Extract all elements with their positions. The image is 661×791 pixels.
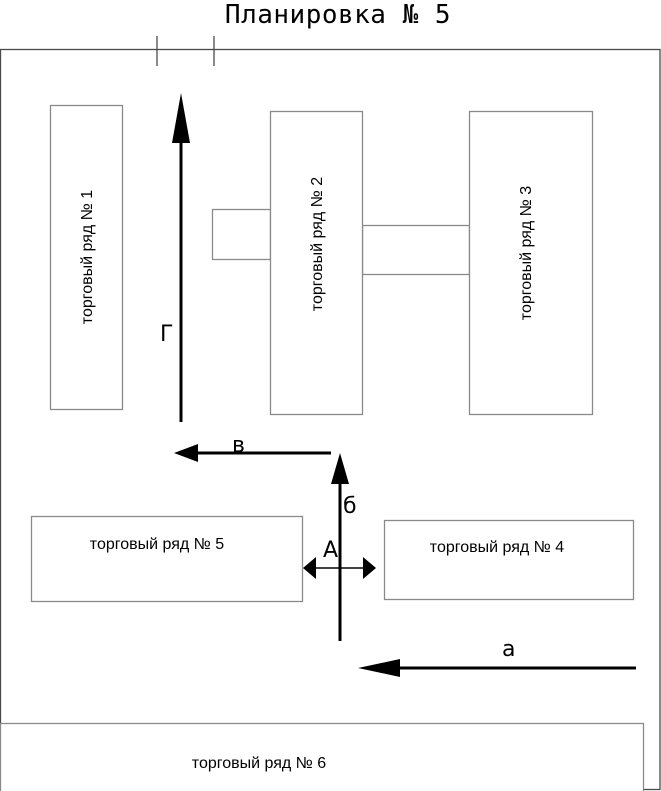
route-a-label: а <box>502 637 515 662</box>
trade-row-4-label: торговый ряд № 4 <box>430 539 564 556</box>
plan-title: Планировка № 5 <box>224 0 452 30</box>
row-2-3-connector <box>361 224 471 276</box>
trade-row-1[interactable]: торговый ряд № 1 <box>49 104 124 411</box>
trade-row-3-box <box>468 110 594 416</box>
row-2-annex <box>211 208 272 261</box>
route-g-arrow <box>172 93 190 422</box>
arrow-up-icon <box>172 93 190 143</box>
passage-a-label: А <box>323 538 338 563</box>
arrow-left-icon <box>174 444 198 462</box>
trade-row-3[interactable]: торговый ряд № 3 <box>468 110 594 416</box>
trade-row-6-label: торговый ряд № 6 <box>192 755 326 772</box>
trade-row-5-label: торговый ряд № 5 <box>90 536 224 553</box>
arrow-left-icon <box>358 659 400 677</box>
trade-row-2-label: торговый ряд № 2 <box>309 177 326 311</box>
trade-row-6-box <box>0 722 645 791</box>
arrow-left-icon <box>303 557 316 579</box>
trade-row-4[interactable]: торговый ряд № 4 <box>383 519 635 601</box>
trade-row-3-label: торговый ряд № 3 <box>518 186 535 320</box>
arrow-up-icon <box>331 453 349 484</box>
trade-row-1-box <box>49 104 124 411</box>
trade-row-5[interactable]: торговый ряд № 5 <box>30 515 304 603</box>
trade-row-6[interactable]: торговый ряд № 6 <box>0 722 645 791</box>
route-b-arrow <box>331 453 349 641</box>
trade-row-5-box <box>30 515 304 603</box>
arrow-right-icon <box>363 557 376 579</box>
trade-row-4-box <box>383 519 635 601</box>
passage-a-arrow <box>303 557 376 579</box>
route-a-arrow <box>358 659 636 677</box>
route-g-label: Г <box>160 322 173 347</box>
trade-row-1-label: торговый ряд № 1 <box>79 190 96 324</box>
route-b-label: б <box>343 494 357 519</box>
route-v-arrow <box>174 444 331 462</box>
trade-row-2-box <box>269 110 364 416</box>
route-v-label: в <box>232 433 245 458</box>
trade-row-2[interactable]: торговый ряд № 2 <box>269 110 364 416</box>
